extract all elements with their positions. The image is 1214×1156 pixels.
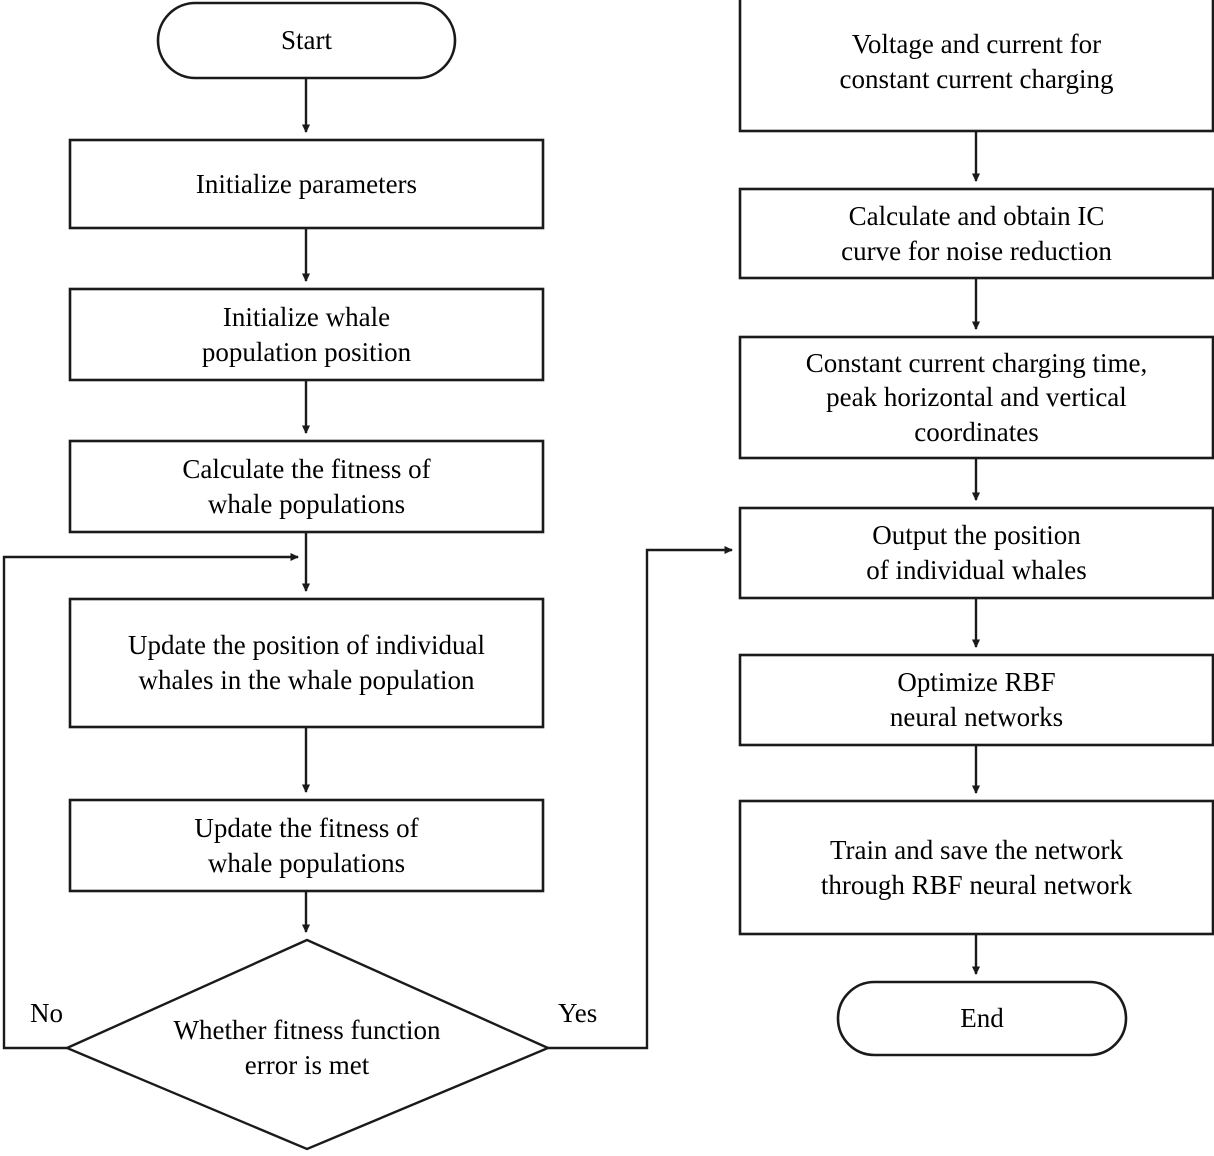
edge-label-no: No [30, 998, 63, 1028]
node-init-params-shape [68, 138, 545, 230]
node-update-position-shape [68, 597, 545, 729]
node-optimize-rbf-shape [738, 653, 1214, 747]
node-end-shape [836, 980, 1128, 1057]
node-fitness-decision-shape [63, 938, 552, 1151]
node-voltage-current-shape [738, 0, 1214, 133]
node-ic-curve-shape [738, 187, 1214, 280]
node-update-fitness-shape [68, 798, 545, 893]
edge-yes-to-output-position [548, 545, 734, 1050]
node-init-whale-position-shape [68, 287, 545, 382]
node-charging-time-peaks-shape [738, 335, 1214, 460]
node-start-shape [156, 1, 457, 80]
edge-label-yes: Yes [558, 998, 598, 1028]
node-calc-fitness-shape [68, 439, 545, 534]
node-train-save-shape [738, 799, 1214, 936]
node-output-position-shape [738, 506, 1214, 600]
edge-no-feedback-loop [2, 552, 300, 1050]
